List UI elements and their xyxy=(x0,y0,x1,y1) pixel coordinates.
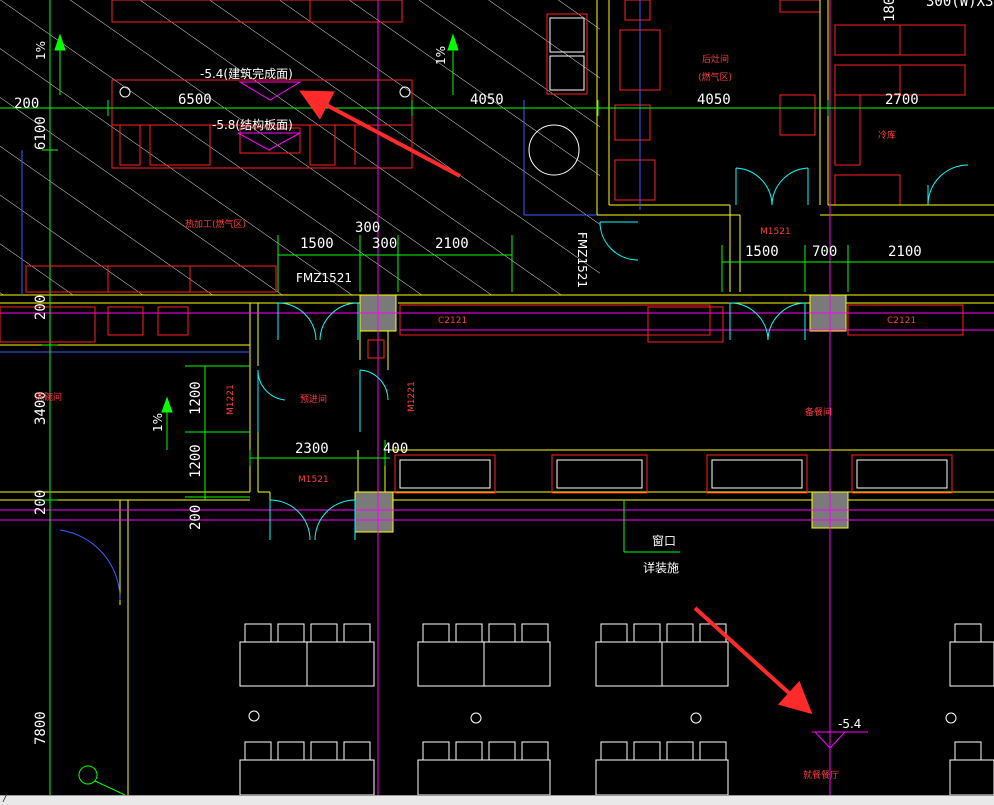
slope-label-3: 1% xyxy=(151,413,165,432)
command-line[interactable]: / xyxy=(0,793,994,805)
sink-units xyxy=(399,459,948,489)
dimension-labels: 6500 4050 4050 2700 1800 300(W)X3 1500 3… xyxy=(14,0,993,745)
curved-wall xyxy=(59,529,121,601)
dim-400: 400 xyxy=(383,441,408,457)
dim-4050b: 4050 xyxy=(697,92,731,108)
dim-700: 700 xyxy=(812,244,837,260)
note-window: 窗口 xyxy=(652,534,676,548)
level-top-label: -5.4(建筑完成面) xyxy=(200,66,293,81)
annotation-arrow-top xyxy=(299,90,461,178)
floor-drains xyxy=(119,86,957,724)
room-cold: 冷库 xyxy=(878,129,896,141)
structural-columns[interactable] xyxy=(354,294,849,533)
dim-2100b: 2100 xyxy=(888,244,922,260)
room-cooking: 热加工(燃气区) xyxy=(185,218,246,230)
dim-200b: 200 xyxy=(33,490,49,515)
dim-300a: 300 xyxy=(355,220,380,236)
tag-fmz1521-h: FMZ1521 xyxy=(296,271,352,285)
dim-1500b: 1500 xyxy=(745,244,779,260)
slope-label-1: 1% xyxy=(34,41,48,60)
dim-1200a: 1200 xyxy=(188,381,204,415)
door-tags: FMZ1521 FMZ1521 M1521 M1521 M1221 M1221 … xyxy=(226,227,916,485)
dim-1500a: 1500 xyxy=(300,236,334,252)
room-prep2: 备餐间 xyxy=(805,406,832,418)
tag-c2121b: C2121 xyxy=(887,316,916,326)
tag-m1221a: M1221 xyxy=(226,384,236,415)
dim-300b: 300 xyxy=(372,236,397,252)
room-fire2: (燃气区) xyxy=(698,71,732,83)
doors[interactable] xyxy=(257,164,969,541)
counter-row[interactable] xyxy=(394,454,953,494)
dim-3400: 3400 xyxy=(33,391,49,425)
command-line-text: / xyxy=(2,793,9,804)
dim-200c: 200 xyxy=(188,505,204,530)
dim-4050a: 4050 xyxy=(470,92,504,108)
room-fire: 后灶间 xyxy=(702,53,729,65)
dim-2100a: 2100 xyxy=(435,236,469,252)
level-marker-top xyxy=(238,81,302,101)
room-dining: 就餐餐厅 xyxy=(803,769,839,781)
level-structure-label: -5.8(结构板面) xyxy=(212,117,293,132)
tag-m1221b: M1221 xyxy=(407,381,417,412)
equipment-top-right[interactable] xyxy=(528,0,966,206)
room-labels: 热加工(燃气区) 冷库 预进间 备餐间 洗碗间 后灶间 (燃气区) 就餐餐厅 xyxy=(35,53,896,781)
slope-label-2: 1% xyxy=(434,46,448,65)
dining-tables[interactable] xyxy=(239,623,994,795)
room-wash: 洗碗间 xyxy=(35,391,62,403)
level-marker-structure xyxy=(237,132,301,151)
dim-6100: 6100 xyxy=(33,116,49,150)
level-marker-bottom xyxy=(812,731,868,749)
dim-2300: 2300 xyxy=(295,441,329,457)
dim-200a: 200 xyxy=(33,295,49,320)
tag-fmz1521-v: FMZ1521 xyxy=(575,232,589,288)
dim-200d: 200 xyxy=(14,96,39,112)
room-prep: 预进间 xyxy=(300,393,327,405)
walls-top-right xyxy=(596,0,994,292)
level-bottom-label: -5.4 xyxy=(838,717,861,731)
slope-arrows xyxy=(54,33,459,795)
dim-6500: 6500 xyxy=(178,92,212,108)
storage-racks[interactable] xyxy=(0,265,964,359)
dim-7800: 7800 xyxy=(33,711,49,745)
tag-m1521a: M1521 xyxy=(760,227,791,237)
note-detail: 详装施 xyxy=(643,560,679,575)
dim-1800: 1800 xyxy=(882,0,898,22)
dim-1200b: 1200 xyxy=(188,444,204,478)
annotation-arrow-bottom xyxy=(693,606,813,715)
dim-2700: 2700 xyxy=(885,92,919,108)
grid-lines-blue xyxy=(0,0,641,353)
tag-m1521b: M1521 xyxy=(298,475,329,485)
top-cabinets[interactable] xyxy=(111,0,413,169)
dim-300x3: 300(W)X3 xyxy=(926,0,993,10)
tag-c2121a: C2121 xyxy=(438,316,467,326)
